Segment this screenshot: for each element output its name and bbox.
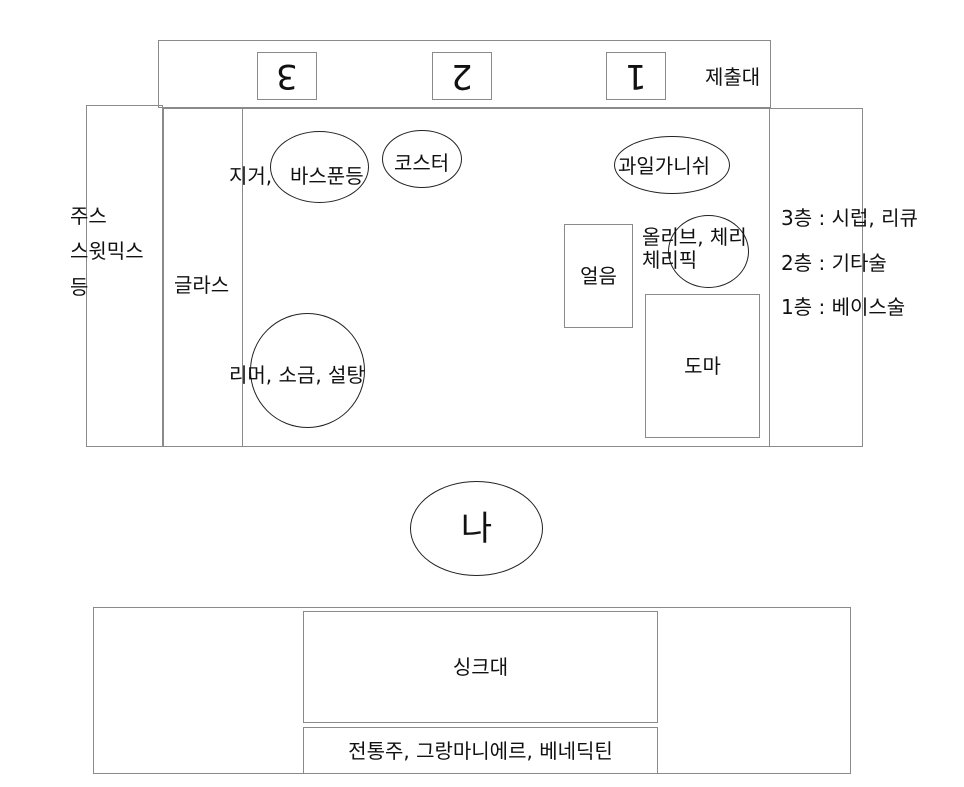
station-3: 3 [257, 52, 317, 100]
sink-label: 싱크대 [452, 655, 509, 679]
shelf-level-3: 3층 : 시럽, 리큐 [781, 206, 918, 230]
cherry-pick-label: 체리픽 [642, 248, 698, 272]
glass-label: 글라스 [174, 273, 230, 297]
submission-counter [158, 40, 771, 108]
glass-rack [163, 108, 243, 447]
station-1: 1 [606, 52, 666, 100]
coaster-label: 코스터 [394, 151, 450, 175]
shelf-level-2: 2층 : 기타술 [781, 251, 887, 275]
sink: 싱크대 [303, 611, 658, 723]
ice-label: 얼음 [580, 264, 617, 288]
cutting-board-label: 도마 [684, 354, 721, 378]
shelf-level-1: 1층 : 베이스술 [781, 295, 906, 319]
barspoon-ellipse [270, 131, 369, 203]
station-1-number: 1 [625, 56, 647, 96]
rimmer-ellipse [250, 313, 365, 428]
coaster-ellipse [382, 130, 462, 188]
station-2: 2 [432, 52, 492, 100]
rimmer-label: 리머, 소금, 설탕 [229, 363, 365, 387]
fruit-garnish-ellipse [614, 136, 730, 194]
traditional-liquor-label: 전통주, 그랑마니에르, 베네딕틴 [348, 738, 613, 763]
counter-label: 제출대 [705, 65, 761, 89]
juice-line-1: 주스 [70, 204, 107, 228]
liquor-shelf [769, 108, 863, 447]
juice-line-3: 등 [70, 275, 89, 299]
traditional-liquor-shelf: 전통주, 그랑마니에르, 베네딕틴 [303, 727, 658, 774]
olive-cherry-label: 올리브, 체리 [642, 225, 747, 249]
jigger-label: 지거, [229, 164, 273, 188]
fruit-garnish-label: 과일가니쉬 [618, 154, 710, 178]
me-label: 나 [460, 508, 493, 549]
bartender-position: 나 [410, 481, 543, 576]
juice-line-2: 스윗믹스 [70, 239, 144, 263]
station-3-number: 3 [276, 56, 298, 96]
barspoon-label: 바스푼등 [290, 164, 364, 188]
olive-cherry-ellipse [668, 215, 749, 288]
cutting-board: 도마 [645, 294, 760, 438]
ice-bin: 얼음 [564, 224, 633, 328]
station-2-number: 2 [451, 56, 473, 96]
juice-shelf [86, 105, 163, 447]
